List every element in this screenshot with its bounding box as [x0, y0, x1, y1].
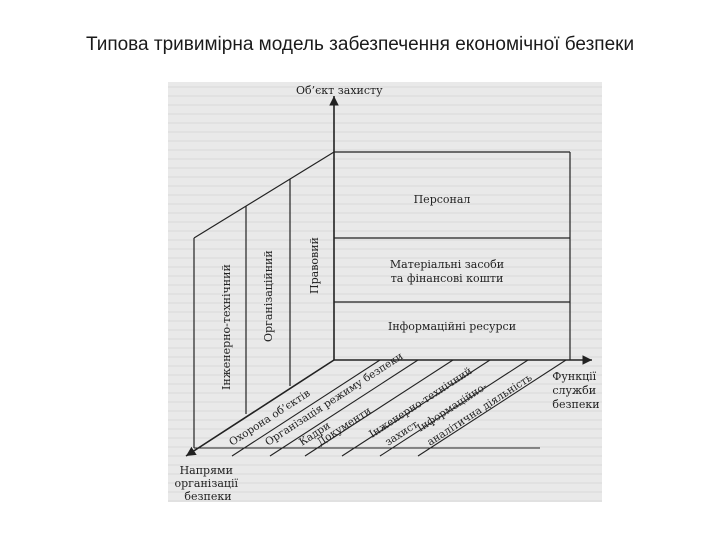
- left-wall-top-edge: [193, 151, 335, 239]
- floor-line-4: [341, 359, 491, 457]
- floor-line-2: [269, 359, 419, 457]
- floor-line-5: [379, 359, 529, 457]
- floor-line-6: [417, 359, 567, 457]
- slide-title: Типова тривимірна модель забезпечення ек…: [85, 34, 635, 55]
- object-label-personnel: Персонал: [414, 193, 471, 206]
- functions-label-line-2: служби: [552, 384, 596, 397]
- floor-line-3: [304, 359, 454, 457]
- support-label-legal: Правовий: [308, 237, 321, 294]
- object-label-information: Інформаційні ресурси: [388, 320, 516, 333]
- object-label-material-line-2: та фінансові кошти: [391, 272, 504, 285]
- scanned-figure: [168, 82, 602, 502]
- diagonal-axis: [185, 359, 335, 457]
- directions-label-line-2: організації: [174, 477, 238, 490]
- object-label-material-line-1: Матеріальні засоби: [390, 258, 504, 271]
- support-label-organizational: Організаційний: [262, 250, 275, 342]
- directions-label-line-1: Напрями: [180, 464, 233, 477]
- directions-axis-label: Напрями організації безпеки: [174, 464, 241, 503]
- protection-object-axis-label: Об’єкт захисту: [296, 84, 383, 97]
- floor-line-1: [231, 359, 381, 457]
- functions-label-line-3: безпеки: [552, 398, 599, 411]
- support-label-engineering: Інженерно-технічний: [220, 264, 233, 390]
- functions-label-line-1: Функції: [552, 370, 596, 383]
- directions-label-line-3: безпеки: [184, 490, 231, 503]
- functions-axis-label: Функції служби безпеки: [552, 370, 599, 411]
